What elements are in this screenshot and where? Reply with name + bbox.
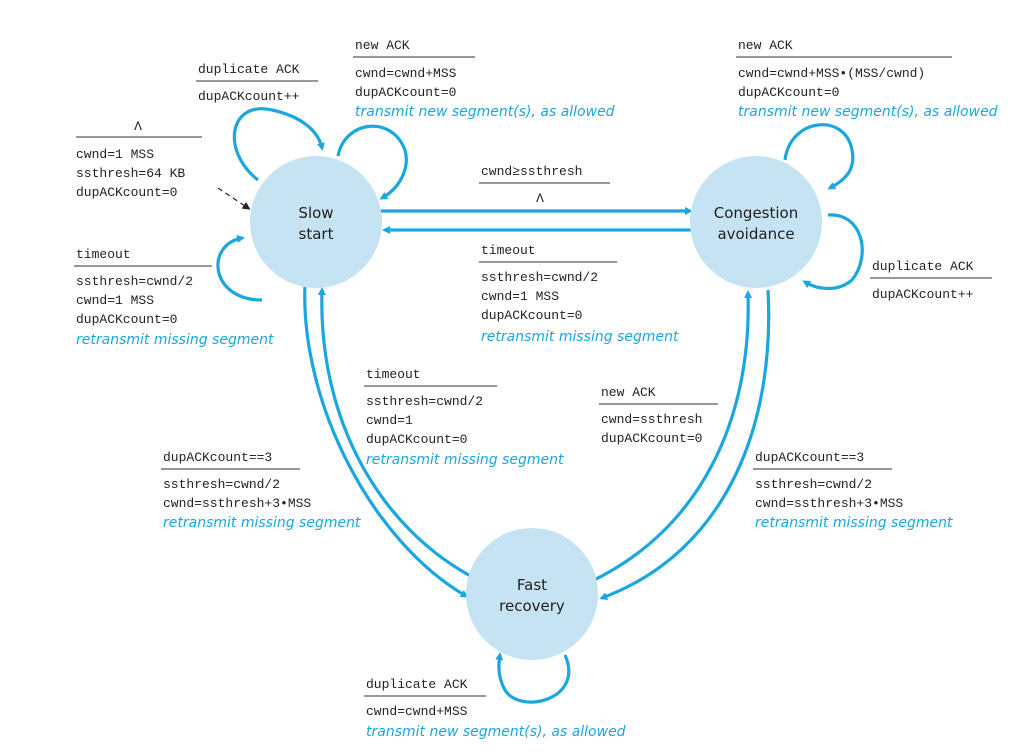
initial-arrow (217, 187, 251, 210)
fr-to-ss-action-3: dupACKcount=0 (366, 432, 467, 447)
fr-to-ca-action-2: dupACKcount=0 (601, 431, 702, 446)
fr-dup-loop (495, 652, 571, 704)
label-ss-dup: duplicate ACK dupACKcount++ (196, 62, 318, 104)
fr-to-ss-note: retransmit missing segment (366, 452, 564, 468)
init-action-2: ssthresh=64 KB (76, 166, 185, 181)
ss-dup-loop (232, 107, 325, 182)
ss-timeout-action-1: ssthresh=cwnd/2 (76, 274, 193, 289)
fr-to-ss-event: timeout (366, 367, 421, 382)
ca-new-action-1: cwnd=cwnd+MSS•(MSS/cwnd) (738, 66, 925, 81)
ca-to-fr-note: retransmit missing segment (755, 515, 953, 531)
ca-dup-action-1: dupACKcount++ (872, 287, 974, 302)
fr-to-ss-action-1: ssthresh=cwnd/2 (366, 394, 483, 409)
slow-start-label-2: start (299, 225, 334, 243)
label-ca-new: new ACK cwnd=cwnd+MSS•(MSS/cwnd) dupACKc… (736, 38, 998, 120)
ca-label-2: avoidance (717, 225, 794, 243)
ca-to-ss-note: retransmit missing segment (481, 329, 679, 345)
label-fr-to-ss: timeout ssthresh=cwnd/2 cwnd=1 dupACKcou… (364, 367, 564, 468)
ss-dup-action-1: dupACKcount++ (198, 89, 300, 104)
fr-dup-action-1: cwnd=cwnd+MSS (366, 704, 468, 719)
ss-new-action-1: cwnd=cwnd+MSS (355, 66, 457, 81)
ss-new-loop (336, 124, 408, 200)
ca-to-fr-arrow (599, 289, 771, 600)
fr-to-ss-action-2: cwnd=1 (366, 413, 413, 428)
ss-to-ca-event: cwnd≥ssthresh (481, 164, 582, 179)
init-event: Λ (134, 119, 142, 134)
label-ca-to-fr: dupACKcount==3 ssthresh=cwnd/2 cwnd=ssth… (753, 450, 953, 531)
label-ss-to-fr: dupACKcount==3 ssthresh=cwnd/2 cwnd=ssth… (161, 450, 361, 531)
ss-timeout-action-3: dupACKcount=0 (76, 312, 177, 327)
ss-to-fr-event: dupACKcount==3 (163, 450, 272, 465)
ss-new-action-2: dupACKcount=0 (355, 85, 456, 100)
ss-new-note: transmit new segment(s), as allowed (355, 104, 615, 120)
ss-timeout-event: timeout (76, 247, 131, 262)
label-ca-to-ss: timeout ssthresh=cwnd/2 cwnd=1 MSS dupAC… (479, 243, 679, 345)
fr-to-ss-arrow (317, 287, 479, 582)
ss-timeout-loop (216, 235, 263, 302)
ss-new-event: new ACK (355, 38, 410, 53)
ss-to-fr-action-2: cwnd=ssthresh+3•MSS (163, 496, 311, 511)
state-fast-recovery: Fast recovery (466, 528, 598, 660)
label-init: Λ cwnd=1 MSS ssthresh=64 KB dupACKcount=… (76, 119, 202, 200)
ss-to-fr-arrow (303, 283, 469, 598)
ss-to-ca-action-1: Λ (536, 191, 544, 206)
label-ca-dup: duplicate ACK dupACKcount++ (870, 259, 992, 302)
label-ss-to-ca: cwnd≥ssthresh Λ (479, 164, 610, 206)
fr-dup-note: transmit new segment(s), as allowed (366, 724, 626, 740)
ca-to-ss-action-3: dupACKcount=0 (481, 308, 582, 323)
fr-to-ca-arrow (589, 290, 753, 584)
ss-timeout-note: retransmit missing segment (76, 332, 274, 348)
ca-to-fr-action-2: cwnd=ssthresh+3•MSS (755, 496, 903, 511)
ca-to-fr-event: dupACKcount==3 (755, 450, 864, 465)
fr-label-1: Fast (517, 576, 547, 594)
fr-to-ca-event: new ACK (601, 385, 656, 400)
label-fr-dup: duplicate ACK cwnd=cwnd+MSS transmit new… (364, 677, 626, 740)
label-fr-to-ca: new ACK cwnd=ssthresh dupACKcount=0 (599, 385, 718, 446)
ss-dup-event: duplicate ACK (198, 62, 300, 77)
label-ss-new: new ACK cwnd=cwnd+MSS dupACKcount=0 tran… (353, 38, 615, 120)
ca-new-event: new ACK (738, 38, 793, 53)
ca-to-ss-action-2: cwnd=1 MSS (481, 289, 559, 304)
ca-to-fr-action-1: ssthresh=cwnd/2 (755, 477, 872, 492)
ca-dup-event: duplicate ACK (872, 259, 974, 274)
ca-new-action-2: dupACKcount=0 (738, 85, 839, 100)
ca-new-note: transmit new segment(s), as allowed (738, 104, 998, 120)
fr-dup-event: duplicate ACK (366, 677, 468, 692)
slow-start-label-1: Slow (298, 204, 333, 222)
fr-to-ca-action-1: cwnd=ssthresh (601, 412, 702, 427)
ca-label-1: Congestion (714, 204, 798, 222)
state-congestion-avoidance: Congestion avoidance (690, 156, 822, 288)
ca-dup-loop (802, 213, 864, 291)
ss-timeout-action-2: cwnd=1 MSS (76, 293, 154, 308)
fr-label-2: recovery (499, 597, 565, 615)
state-slow-start: Slow start (250, 156, 382, 288)
ss-to-fr-action-1: ssthresh=cwnd/2 (163, 477, 280, 492)
init-action-3: dupACKcount=0 (76, 185, 177, 200)
ca-to-ss-event: timeout (481, 243, 536, 258)
ca-new-loop (783, 123, 855, 190)
ca-to-ss-action-1: ssthresh=cwnd/2 (481, 270, 598, 285)
ss-to-fr-note: retransmit missing segment (163, 515, 361, 531)
label-ss-timeout: timeout ssthresh=cwnd/2 cwnd=1 MSS dupAC… (74, 247, 274, 348)
init-action-1: cwnd=1 MSS (76, 147, 154, 162)
